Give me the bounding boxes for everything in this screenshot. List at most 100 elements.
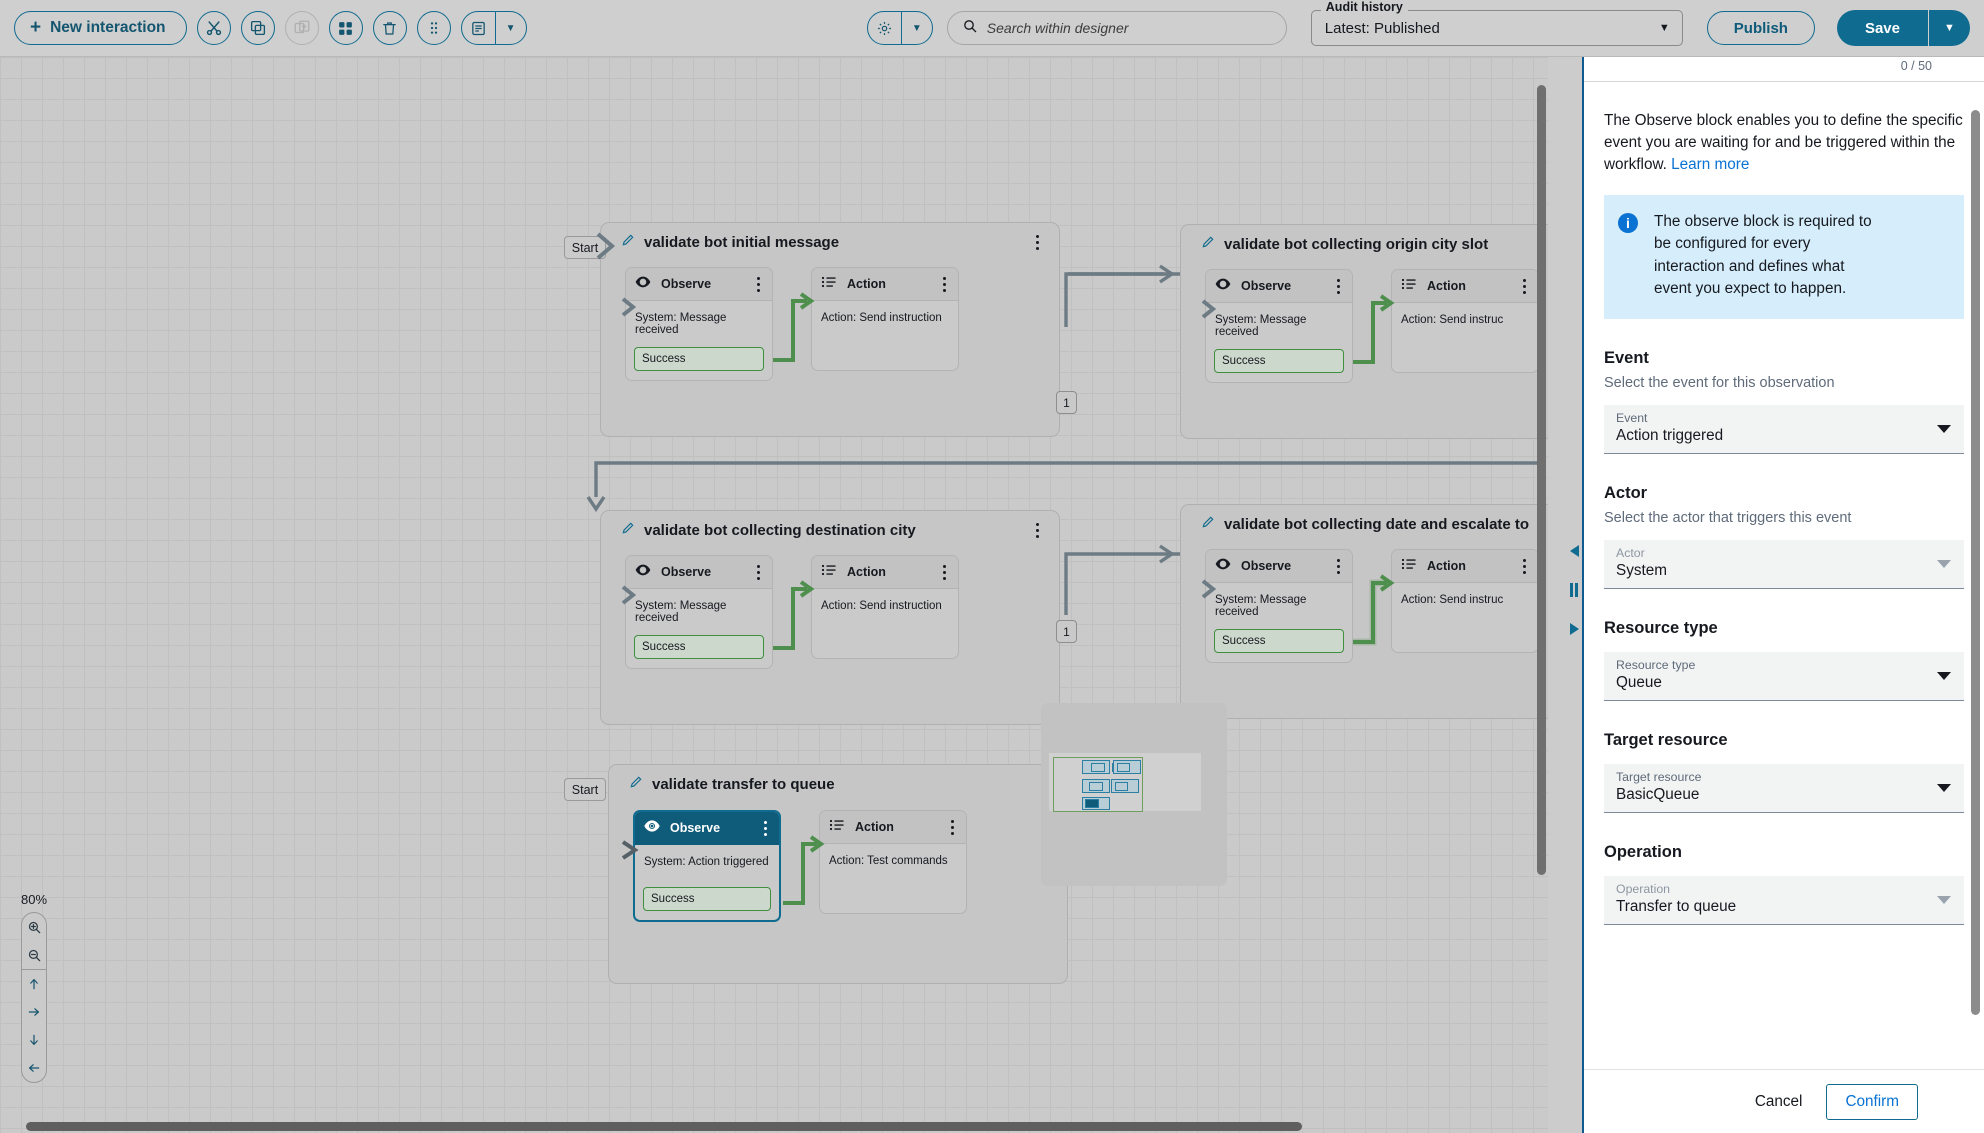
- observe-block-body: System: Message received: [1215, 594, 1307, 618]
- observe-block[interactable]: Observe System: Message received Success: [625, 555, 773, 669]
- actor-chevron-down-icon[interactable]: [1937, 560, 1951, 569]
- audit-history-select[interactable]: Latest: Published Audit history ▼: [1310, 0, 1683, 46]
- section-subtitle-actor: Select the actor that triggers this even…: [1604, 510, 1852, 527]
- info-alert: i The observe block is required to be co…: [1604, 194, 1964, 320]
- action-block-menu-button[interactable]: [1517, 556, 1531, 576]
- action-block-menu-button[interactable]: [937, 274, 951, 294]
- observe-block[interactable]: Observe System: Message received Success: [625, 267, 773, 381]
- edit-pencil-icon[interactable]: [621, 233, 635, 251]
- observe-block-output[interactable]: Success: [1214, 629, 1344, 653]
- pan-down-icon[interactable]: [21, 1026, 47, 1054]
- flow-menu-button[interactable]: [1029, 519, 1045, 541]
- zoom-controls[interactable]: [21, 912, 47, 1083]
- resource-type-chevron-down-icon[interactable]: [1937, 672, 1951, 681]
- resource-type-select[interactable]: Resource type Queue: [1604, 652, 1964, 702]
- minimap-node: [1091, 763, 1105, 772]
- flow-group[interactable]: validate bot collecting origin city slot…: [1180, 224, 1548, 439]
- info-alert-text: The observe block is required to be conf…: [1654, 212, 1872, 298]
- pan-left-icon[interactable]: [21, 1054, 47, 1082]
- action-block-menu-button[interactable]: [1517, 276, 1531, 296]
- audit-chevron-down-icon[interactable]: ▼: [1658, 22, 1670, 34]
- action-block[interactable]: Action Action: Send instruc: [1391, 269, 1539, 373]
- minimap-content: [1049, 753, 1201, 811]
- flow-group[interactable]: validate bot initial message Observe Sys…: [600, 222, 1060, 437]
- observe-block-output[interactable]: Success: [634, 635, 764, 659]
- action-block-menu-button[interactable]: [937, 562, 951, 582]
- gear-icon[interactable]: [868, 12, 901, 44]
- canvas-horizontal-scrollbar[interactable]: [0, 1122, 1548, 1131]
- notes-split-button[interactable]: ▼: [460, 11, 527, 45]
- publish-button[interactable]: Publish: [1706, 11, 1815, 45]
- observe-block-menu-button[interactable]: [751, 562, 765, 582]
- workflow-canvas[interactable]: validate bot initial message Observe Sys…: [0, 57, 1548, 1133]
- drag-handle-icon[interactable]: [416, 11, 451, 45]
- panel-vertical-scroll-thumb[interactable]: [1971, 110, 1980, 1015]
- panel-vertical-scrollbar[interactable]: [1971, 110, 1980, 1069]
- operation-select-label: Operation: [1616, 882, 1671, 897]
- notes-chevron-down-icon[interactable]: ▼: [494, 12, 526, 44]
- canvas-vertical-scroll-thumb[interactable]: [1537, 85, 1546, 875]
- confirm-button[interactable]: Confirm: [1826, 1083, 1918, 1120]
- canvas-horizontal-scroll-thumb[interactable]: [26, 1122, 1302, 1131]
- observe-block-menu-button[interactable]: [758, 818, 772, 838]
- action-block[interactable]: Action Action: Test commands: [819, 810, 967, 914]
- flow-group[interactable]: validate bot collecting date and escalat…: [1180, 504, 1548, 719]
- action-block[interactable]: Action Action: Send instruc: [1391, 549, 1539, 653]
- character-counter: 0 / 50: [1900, 59, 1932, 73]
- operation-chevron-down-icon[interactable]: [1937, 896, 1951, 905]
- edit-pencil-icon[interactable]: [1201, 515, 1215, 533]
- zoom-in-icon[interactable]: [21, 913, 47, 941]
- target-resource-chevron-down-icon[interactable]: [1937, 784, 1951, 793]
- observe-block-menu-button[interactable]: [1331, 556, 1345, 576]
- collapse-left-icon[interactable]: [1569, 545, 1579, 557]
- target-resource-select[interactable]: Target resource BasicQueue: [1604, 764, 1964, 814]
- observe-block-output[interactable]: Success: [643, 887, 771, 911]
- action-block[interactable]: Action Action: Send instruction: [811, 555, 959, 659]
- observe-block-output[interactable]: Success: [634, 347, 764, 371]
- event-chevron-down-icon[interactable]: [1937, 425, 1951, 434]
- actor-select[interactable]: Actor System: [1604, 540, 1964, 590]
- edit-pencil-icon[interactable]: [1201, 235, 1215, 253]
- cancel-button[interactable]: Cancel: [1754, 1092, 1803, 1110]
- minimap-viewport[interactable]: [1053, 757, 1143, 812]
- trash-icon[interactable]: [372, 11, 407, 45]
- save-button[interactable]: Save: [1837, 10, 1928, 46]
- action-block-menu-button[interactable]: [945, 817, 959, 837]
- edit-pencil-icon[interactable]: [629, 775, 643, 793]
- grip-icon[interactable]: [1570, 583, 1578, 597]
- search-input[interactable]: Search within designer: [946, 11, 1287, 45]
- observe-block-menu-button[interactable]: [1331, 276, 1345, 296]
- cut-icon[interactable]: [196, 11, 231, 45]
- copy-icon[interactable]: [240, 11, 275, 45]
- flow-group[interactable]: validate bot collecting destination city…: [600, 510, 1060, 725]
- panel-scroll-area[interactable]: The Observe block enables you to define …: [1584, 82, 1984, 1069]
- observe-block-body: System: Message received: [635, 600, 727, 624]
- save-split-button[interactable]: Save ▼: [1836, 10, 1970, 46]
- observe-block-menu-button[interactable]: [751, 274, 765, 294]
- observe-block[interactable]: Observe System: Action triggered Success: [633, 810, 781, 922]
- flow-menu-button[interactable]: [1029, 231, 1045, 253]
- learn-more-link[interactable]: Learn more: [1671, 156, 1750, 174]
- action-block[interactable]: Action Action: Send instruction: [811, 267, 959, 371]
- grid-icon[interactable]: [328, 11, 363, 45]
- notes-icon[interactable]: [462, 12, 495, 44]
- new-interaction-button[interactable]: + New interaction: [14, 11, 187, 45]
- settings-split-button[interactable]: ▼: [866, 11, 933, 45]
- zoom-out-icon[interactable]: [21, 941, 47, 969]
- expand-right-icon[interactable]: [1569, 623, 1579, 635]
- observe-block-output[interactable]: Success: [1214, 349, 1344, 373]
- save-chevron-down-icon[interactable]: ▼: [1928, 10, 1970, 46]
- settings-chevron-down-icon[interactable]: ▼: [900, 12, 932, 44]
- observe-block[interactable]: Observe System: Message received Success: [1205, 549, 1353, 663]
- pan-right-icon[interactable]: [21, 998, 47, 1026]
- action-block-title: Action: [847, 565, 886, 579]
- pan-up-icon[interactable]: [21, 970, 47, 998]
- section-title-event: Event: [1604, 349, 1649, 368]
- canvas-vertical-scrollbar[interactable]: [1537, 57, 1546, 1133]
- flow-group[interactable]: validate transfer to queue Observe Syste…: [608, 764, 1068, 984]
- panel-resize-handle[interactable]: [1566, 545, 1582, 635]
- observe-block[interactable]: Observe System: Message received Success: [1205, 269, 1353, 383]
- edit-pencil-icon[interactable]: [621, 521, 635, 539]
- event-select[interactable]: Event Action triggered: [1604, 405, 1964, 455]
- operation-select[interactable]: Operation Transfer to queue: [1604, 876, 1964, 926]
